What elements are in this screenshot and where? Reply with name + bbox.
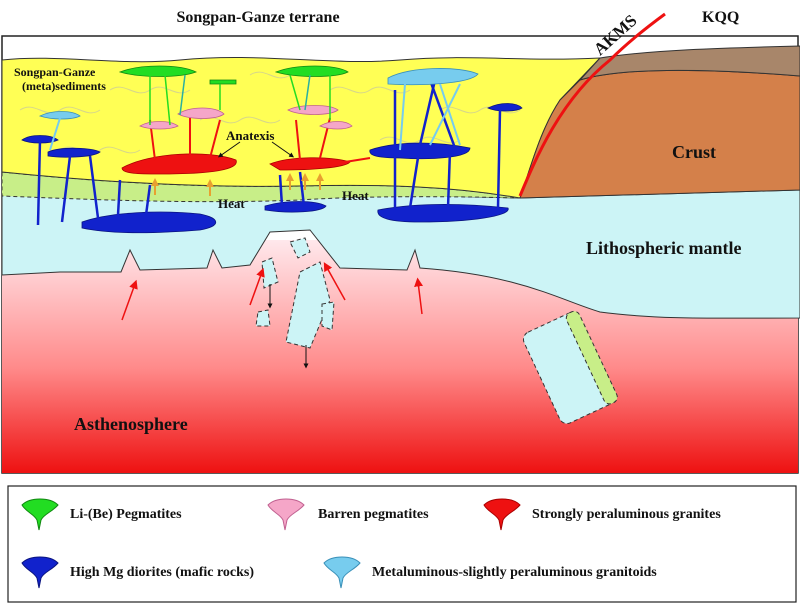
metaluminous-granitoid-icon [323, 556, 361, 589]
legend-box [7, 485, 797, 603]
metaluminous-granitoid-bodies [38, 68, 479, 120]
legend-item-peraluminous: Strongly peraluminous granites [483, 498, 721, 531]
legend-label-diorites: High Mg diorites (mafic rocks) [70, 565, 254, 580]
anatexis-arrows [217, 141, 295, 158]
legend-item-diorites: High Mg diorites (mafic rocks) [21, 556, 254, 589]
barren-pegmatite-bodies [139, 105, 353, 130]
sediments-label-line2: (meta)sediments [22, 79, 106, 93]
sinking-arrows [267, 284, 309, 369]
sediments-label-line1: Songpan-Ganze [14, 65, 96, 79]
heat-label-right: Heat [342, 188, 369, 203]
granitoid-dykes [49, 83, 461, 151]
high-mg-diorite-icon [21, 556, 59, 589]
delaminated-blocks [255, 237, 335, 349]
peraluminous-granite-icon [483, 498, 521, 531]
legend-label-peraluminous: Strongly peraluminous granites [532, 507, 721, 522]
kqq-label: KQQ [702, 9, 739, 26]
legend-label-barren: Barren pegmatites [318, 507, 429, 522]
anatexis-label: Anatexis [226, 128, 274, 143]
asthenosphere-label: Asthenosphere [74, 414, 188, 434]
akms-fault-line [518, 12, 666, 197]
subducted-slab [522, 310, 618, 425]
legend-item-barren: Barren pegmatites [267, 498, 429, 531]
upwelling-arrows [121, 262, 424, 321]
li-be-pegmatite-bodies [118, 65, 349, 85]
pegmatite-dykes [149, 74, 331, 126]
mafic-dykes [36, 79, 502, 226]
li-be-pegmatite-icon [21, 498, 59, 531]
heat-arrows [151, 173, 324, 196]
lithospheric-mantle-label: Lithospheric mantle [586, 238, 742, 258]
barren-pegmatite-icon [267, 498, 305, 531]
legend-label-metaluminous: Metaluminous-slightly peraluminous grani… [372, 565, 657, 580]
heat-label-left: Heat [218, 196, 245, 211]
peraluminous-granite-bodies [121, 153, 351, 175]
legend-item-li-be: Li-(Be) Pegmatites [21, 498, 182, 531]
akms-label: AKMS [590, 11, 641, 59]
legend-item-metaluminous: Metaluminous-slightly peraluminous grani… [323, 556, 657, 589]
legend-label-li-be: Li-(Be) Pegmatites [70, 507, 182, 522]
crust-label: Crust [672, 142, 716, 162]
upper-crust-layer [578, 45, 800, 81]
terrane-title: Songpan-Ganze terrane [176, 9, 339, 26]
